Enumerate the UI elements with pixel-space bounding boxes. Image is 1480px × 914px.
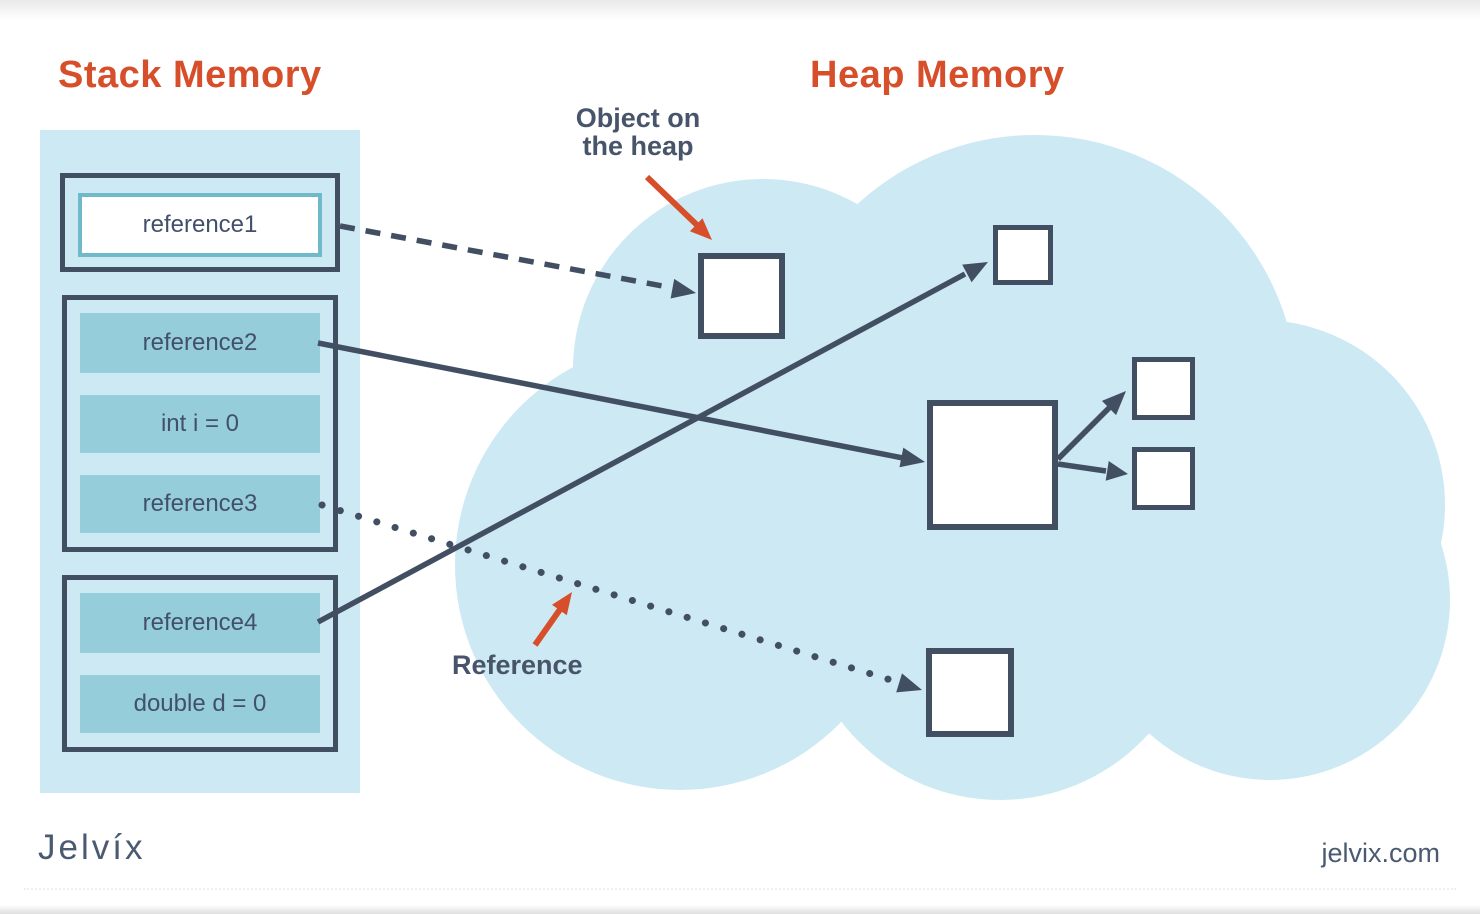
object-on-heap-label: Object on the heap — [548, 104, 728, 160]
object-on-heap-label-line1: Object on — [575, 103, 701, 133]
heap-object-square-big — [927, 400, 1058, 530]
stack-slot-int: int i = 0 — [80, 395, 320, 453]
jelvix-logo: Jelvíx — [38, 828, 146, 867]
stack-frame-3: reference4 double d = 0 — [62, 575, 338, 752]
stack-slot-reference2: reference2 — [80, 313, 320, 373]
stack-slot-reference3: reference3 — [80, 475, 320, 533]
heap-object-square-child-top — [1132, 357, 1195, 420]
footer-separator — [24, 888, 1456, 890]
heap-object-square-child-bottom — [1132, 447, 1195, 510]
object-on-heap-label-line2: the heap — [582, 131, 694, 161]
heap-memory-title: Heap Memory — [810, 54, 1065, 96]
stack-frame-2: reference2 int i = 0 reference3 — [62, 295, 338, 552]
stack-memory-panel: reference1 reference2 int i = 0 referenc… — [40, 130, 360, 793]
stack-slot-reference1: reference1 — [78, 193, 322, 257]
top-shadow — [0, 0, 1480, 20]
stack-slot-reference4: reference4 — [80, 593, 320, 653]
reference-label: Reference — [452, 650, 583, 680]
heap-object-square-top — [698, 253, 785, 339]
stack-frame-1: reference1 — [60, 173, 340, 272]
jelvix-website: jelvix.com — [1321, 838, 1440, 868]
heap-object-square-bottom — [926, 648, 1014, 737]
heap-object-square-upper-right — [993, 225, 1053, 285]
bottom-shadow — [0, 905, 1480, 914]
stack-slot-double: double d = 0 — [80, 675, 320, 733]
stack-memory-title: Stack Memory — [58, 54, 322, 96]
